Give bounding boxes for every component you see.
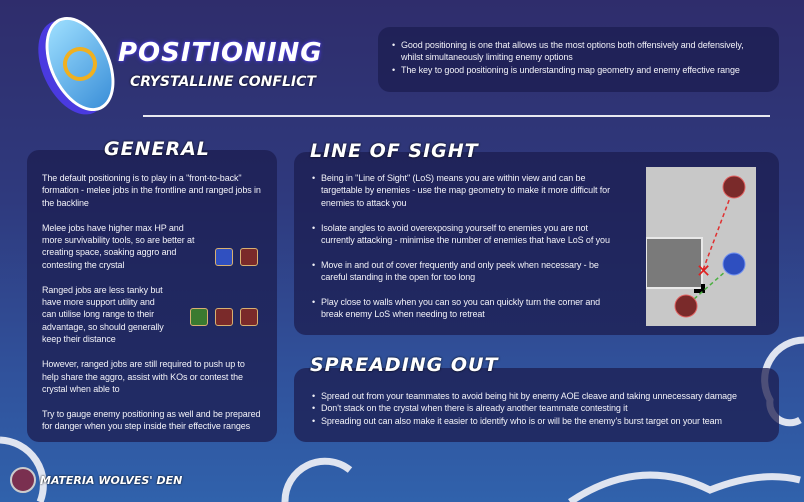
general-paragraph: Try to gauge enemy positioning as well a… (42, 408, 261, 432)
general-title: GENERAL (104, 138, 210, 160)
page-title: POSITIONING (118, 38, 323, 68)
spreading-bullet: Spread out from your teammates to avoid … (312, 390, 767, 403)
summary-item: Good positioning is one that allows us t… (392, 39, 767, 64)
page-subtitle: CRYSTALLINE CONFLICT (130, 74, 316, 90)
healer-cross-icon (190, 308, 208, 326)
los-bullet: Play close to walls when you can so you … (312, 296, 619, 321)
spreading-bullet: Spreading out can also make it easier to… (312, 415, 767, 428)
decorative-swirl (0, 436, 47, 502)
tank-shield-icon (215, 248, 233, 266)
summary-item: The key to good positioning is understan… (392, 64, 767, 77)
general-paragraph: Melee jobs have higher max HP and more s… (42, 222, 195, 270)
spreading-title: SPREADING OUT (310, 354, 499, 376)
general-paragraph: Ranged jobs are less tanky but have more… (42, 284, 164, 345)
spreading-panel: Spread out from your teammates to avoid … (294, 368, 779, 442)
spreading-bullet: Don't stack on the crystal when there is… (312, 402, 767, 415)
blocked-x-icon: ✕ (696, 261, 711, 282)
general-paragraph: The default positioning is to play in a … (42, 173, 261, 208)
brand-logo (10, 467, 36, 493)
los-bullet: Isolate angles to avoid overexposing you… (312, 222, 619, 247)
ranged-bow-icon (215, 308, 233, 326)
los-bullet: Being in "Line of Sight" (LoS) means you… (312, 172, 619, 209)
enemy-marker-icon (674, 294, 698, 318)
brand-name: MATERIA WOLVES' DEN (40, 474, 183, 487)
summary-box: Good positioning is one that allows us t… (378, 27, 779, 92)
decorative-swirl (568, 471, 801, 502)
general-paragraph: However, ranged jobs are still required … (42, 359, 245, 394)
ranged-gun-icon (240, 308, 258, 326)
decorative-swirl (281, 457, 353, 502)
los-title: LINE OF SIGHT (310, 140, 479, 162)
los-bullet: Move in and out of cover frequently and … (312, 259, 619, 284)
enemy-marker-icon (722, 175, 746, 199)
general-panel: The default positioning is to play in a … (27, 150, 277, 442)
ally-marker-icon (722, 252, 746, 276)
los-panel: Being in "Line of Sight" (LoS) means you… (294, 152, 779, 335)
los-diagram: ✕ (646, 167, 756, 326)
melee-fist-icon (240, 248, 258, 266)
divider (143, 115, 770, 117)
